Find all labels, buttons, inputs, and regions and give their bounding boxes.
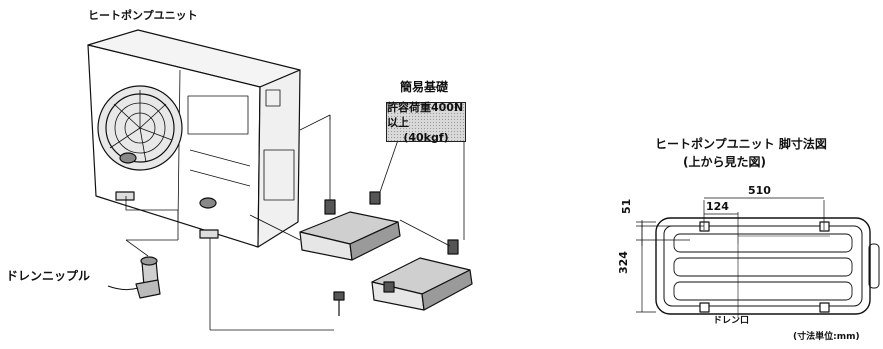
leg-dimension-drawing [636,197,880,318]
dimension-offset-124: 124 [706,200,729,213]
drain-port-label: ドレン口 [713,316,750,326]
top-view-subtitle: (上から見た図) [683,155,766,169]
alignment-lines [125,114,465,331]
heat-pump-unit-label: ヒートポンプユニット [88,9,198,22]
drain-nipple-illustration [107,256,161,299]
dimension-depth-324: 324 [617,251,630,274]
dimension-side-51: 51 [620,198,633,214]
foundation-block-upper [299,191,401,261]
heat-pump-unit-illustration [87,29,301,248]
foundation-block-lower [371,239,473,311]
simple-foundation-label: 簡易基礎 [400,80,449,94]
allowable-load-text: 許容荷重400N以上 [387,100,464,129]
drain-nipple-label: ドレンニップル [6,269,91,283]
dimension-width-510: 510 [748,184,771,197]
anchor-bolt [333,291,345,316]
allowable-load-kgf: (40kgf) [403,130,449,144]
leg-dimension-title: ヒートポンプユニット 脚寸法図 [655,137,827,151]
unit-note: (寸法単位:mm) [793,332,860,342]
allowable-load-box: 許容荷重400N以上 (40kgf) [386,100,466,144]
